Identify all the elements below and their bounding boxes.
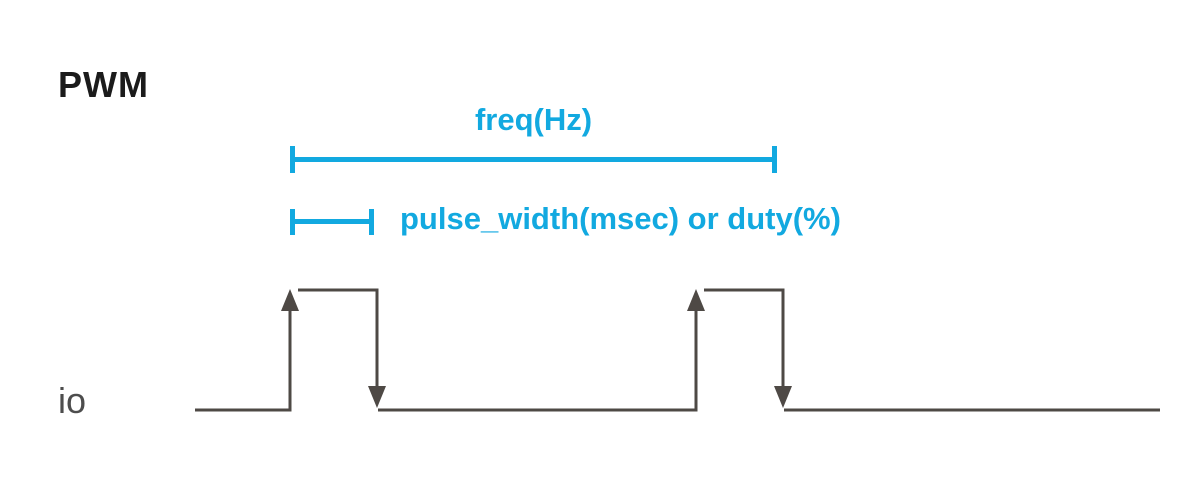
freq-dimension-line [290, 146, 777, 173]
waveform-path [195, 288, 1160, 412]
pulse-width-dim-bar [290, 219, 374, 224]
falling-edge-arrowhead-icon [774, 386, 792, 408]
freq-annotation-label: freq(Hz) [474, 102, 593, 137]
pulse-width-dim-right-tick [369, 209, 374, 235]
freq-dim-right-tick [772, 146, 777, 173]
pulse-width-annotation-label: pulse_width(msec) or duty(%) [400, 201, 841, 236]
freq-dim-bar [290, 157, 777, 162]
falling-edge-arrowhead-icon [368, 386, 386, 408]
rising-edge-arrowhead-icon [281, 289, 299, 311]
diagram-title: PWM [58, 64, 149, 106]
io-signal-label: io [58, 380, 87, 421]
rising-edge-arrowhead-icon [687, 289, 705, 311]
pulse-width-dimension-line [290, 209, 374, 235]
